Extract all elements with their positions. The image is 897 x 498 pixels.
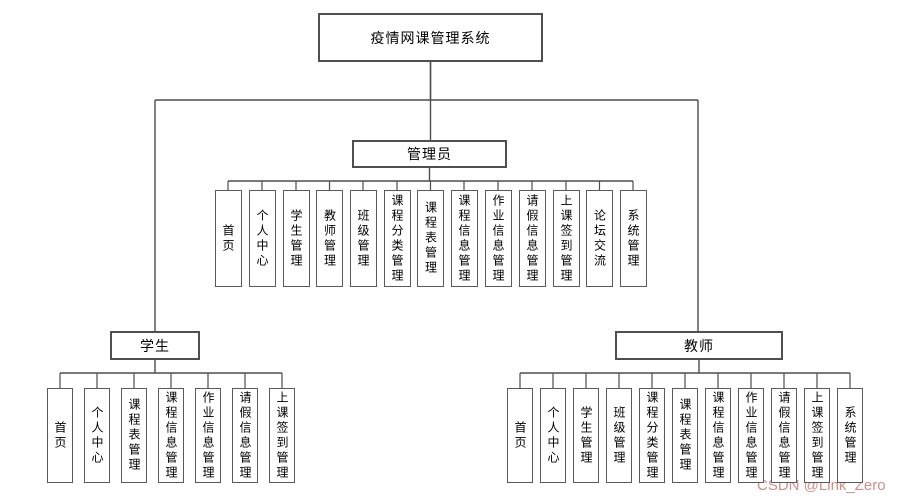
- tree-leaf-admin-9: 请假信息管理: [518, 190, 546, 287]
- tree-leaf-admin-6: 课程表管理: [417, 190, 444, 287]
- tree-leaf-teacher-8: 请假信息管理: [771, 388, 797, 483]
- tree-leaf-admin-11: 论坛交流: [586, 190, 613, 287]
- tree-leaf-student-5: 请假信息管理: [232, 388, 258, 483]
- tree-leaf-admin-7: 课程信息管理: [450, 190, 478, 287]
- tree-leaf-admin-4: 班级管理: [349, 190, 377, 287]
- tree-leaf-admin-8: 作业信息管理: [484, 190, 512, 287]
- tree-leaf-admin-0: 首页: [214, 190, 242, 287]
- tree-leaf-teacher-7: 作业信息管理: [738, 388, 764, 483]
- tree-leaf-admin-3: 教师管理: [316, 190, 343, 287]
- branch-node-teacher: 教师: [615, 331, 783, 360]
- branch-node-student: 学生: [110, 331, 200, 360]
- tree-leaf-admin-12: 系统管理: [619, 190, 647, 287]
- tree-leaf-teacher-6: 课程信息管理: [705, 388, 731, 483]
- tree-leaf-student-4: 作业信息管理: [195, 388, 221, 483]
- tree-leaf-teacher-3: 班级管理: [606, 388, 632, 483]
- tree-leaf-student-0: 首页: [47, 388, 73, 483]
- tree-leaf-student-2: 课程表管理: [121, 388, 147, 483]
- tree-leaf-student-6: 上课签到管理: [269, 388, 295, 483]
- tree-leaf-student-3: 课程信息管理: [158, 388, 184, 483]
- branch-node-admin: 管理员: [352, 140, 507, 168]
- tree-leaf-admin-5: 课程分类管理: [383, 190, 411, 287]
- tree-leaf-teacher-10: 系统管理: [837, 388, 863, 483]
- tree-leaf-admin-10: 上课签到管理: [552, 190, 580, 287]
- tree-leaf-student-1: 个人中心: [84, 388, 110, 483]
- tree-leaf-teacher-0: 首页: [507, 388, 533, 483]
- tree-leaf-admin-1: 个人中心: [248, 190, 276, 287]
- tree-leaf-teacher-5: 课程表管理: [672, 388, 698, 483]
- tree-leaf-admin-2: 学生管理: [282, 190, 310, 287]
- tree-leaf-teacher-1: 个人中心: [540, 388, 566, 483]
- root-node: 疫情网课管理系统: [318, 13, 543, 62]
- tree-leaf-teacher-9: 上课签到管理: [804, 388, 830, 483]
- tree-leaf-teacher-4: 课程分类管理: [639, 388, 665, 483]
- tree-leaf-teacher-2: 学生管理: [573, 388, 599, 483]
